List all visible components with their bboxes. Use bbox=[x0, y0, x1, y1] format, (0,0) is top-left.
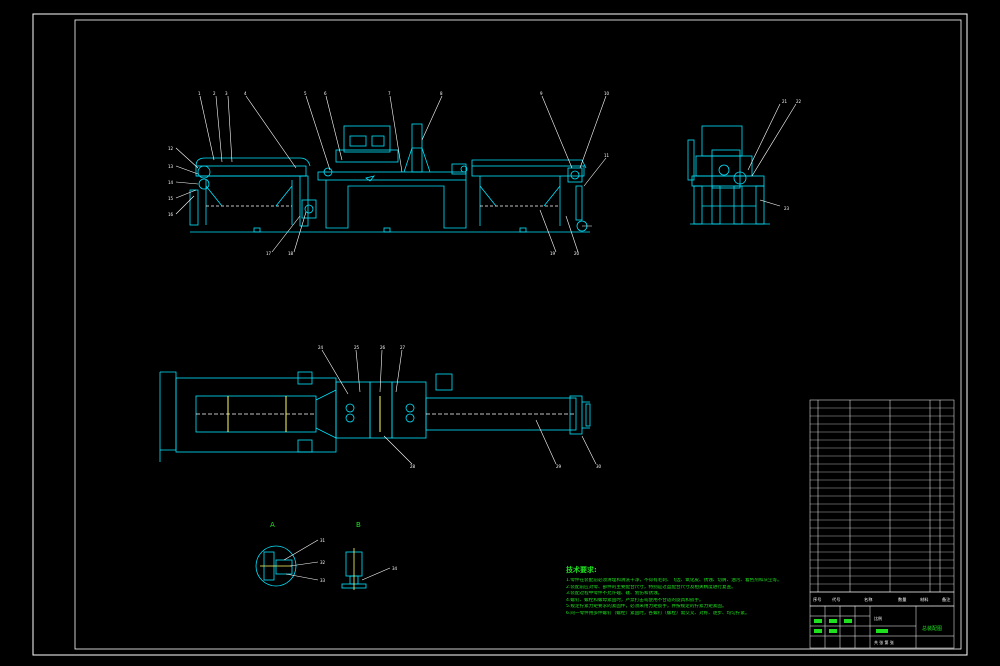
detail-balloons: 31 32 33 34 bbox=[320, 538, 398, 583]
svg-text:20: 20 bbox=[574, 251, 580, 256]
plan-view-yellow-marks bbox=[227, 396, 381, 432]
side-view-balloons: 21 22 23 bbox=[782, 99, 802, 211]
detail-leaders bbox=[283, 539, 391, 581]
svg-text:3: 3 bbox=[225, 91, 228, 96]
tech-requirement-line: 6.同一零件用多件螺钉（螺栓）紧固时，各螺钉（螺栓）需交叉、对称、逐步、均匀拧紧… bbox=[566, 610, 750, 616]
svg-text:17: 17 bbox=[266, 251, 272, 256]
svg-text:30: 30 bbox=[596, 464, 602, 469]
tech-requirement-line: 3.装配过程中零件不允许磕、碰、划伤和锈蚀。 bbox=[566, 591, 663, 597]
svg-text:24: 24 bbox=[318, 345, 324, 350]
svg-text:28: 28 bbox=[410, 464, 416, 469]
svg-text:8: 8 bbox=[440, 91, 443, 96]
header-qty: 数量 bbox=[898, 596, 906, 603]
front-view-leaders bbox=[175, 95, 607, 253]
detail-view-a bbox=[255, 545, 297, 587]
svg-text:12: 12 bbox=[168, 146, 174, 151]
plan-view-balloons: 24 25 26 27 28 29 30 bbox=[318, 345, 602, 469]
header-name: 名称 bbox=[864, 596, 872, 603]
section-mark-b: B bbox=[356, 521, 361, 529]
svg-text:10: 10 bbox=[604, 91, 610, 96]
svg-text:21: 21 bbox=[782, 99, 788, 104]
svg-text:13: 13 bbox=[168, 164, 174, 169]
svg-text:25: 25 bbox=[354, 345, 360, 350]
svg-text:14: 14 bbox=[168, 180, 174, 185]
outer-frame bbox=[32, 13, 968, 656]
side-view bbox=[687, 125, 770, 225]
svg-text:33: 33 bbox=[320, 578, 326, 583]
header-remark: 备注 bbox=[942, 596, 951, 603]
svg-text:29: 29 bbox=[556, 464, 562, 469]
plan-view bbox=[159, 371, 591, 462]
svg-text:11: 11 bbox=[604, 153, 610, 158]
svg-text:26: 26 bbox=[380, 345, 386, 350]
svg-text:34: 34 bbox=[392, 566, 398, 571]
svg-text:2: 2 bbox=[213, 91, 216, 96]
svg-text:15: 15 bbox=[168, 196, 174, 201]
svg-text:7: 7 bbox=[388, 91, 391, 96]
parts-list-header-text: 序号 代号 名称 数量 材料 备注 bbox=[813, 596, 951, 603]
svg-text:23: 23 bbox=[784, 206, 790, 211]
svg-text:5: 5 bbox=[304, 91, 307, 96]
header-material: 材料 bbox=[920, 596, 929, 603]
inner-frame bbox=[74, 19, 962, 650]
plan-view-leaders bbox=[321, 349, 597, 465]
side-view-leaders bbox=[747, 103, 797, 207]
technical-requirements: 技术要求: 1.零件在装配前必须清理和清洗干净，不得有毛刺、飞边、氧化皮、锈蚀、… bbox=[566, 565, 786, 618]
svg-text:22: 22 bbox=[796, 99, 802, 104]
scale-label: 比例 bbox=[874, 615, 882, 621]
svg-text:9: 9 bbox=[540, 91, 543, 96]
header-code: 代号 bbox=[832, 596, 840, 603]
tech-requirement-line: 4.螺钉、螺栓和螺母紧固时，严禁打击或使用不合适的旋具和扳手。 bbox=[566, 597, 704, 603]
sheet-label: 共 张 第 张 bbox=[874, 639, 894, 645]
svg-text:16: 16 bbox=[168, 212, 174, 217]
detail-view-b bbox=[341, 548, 367, 590]
svg-text:6: 6 bbox=[324, 91, 327, 96]
svg-text:19: 19 bbox=[550, 251, 556, 256]
svg-text:18: 18 bbox=[288, 251, 294, 256]
tech-requirement-line: 1.零件在装配前必须清理和清洗干净，不得有毛刺、飞边、氧化皮、锈蚀、切屑、油污、… bbox=[566, 578, 782, 583]
title-block-marks bbox=[814, 619, 888, 633]
tech-requirement-line: 5.规定拧紧力矩要求的紧固件，必须采用力矩扳手，并按规定的拧紧力矩紧固。 bbox=[566, 604, 727, 610]
tech-requirements-title: 技术要求: bbox=[566, 566, 597, 574]
svg-text:1: 1 bbox=[198, 91, 201, 96]
svg-text:31: 31 bbox=[320, 538, 326, 543]
svg-text:32: 32 bbox=[320, 560, 326, 565]
section-mark-a: A bbox=[270, 521, 275, 529]
svg-text:27: 27 bbox=[400, 345, 406, 350]
svg-text:4: 4 bbox=[244, 91, 247, 96]
tech-requirement-line: 2.装配前应对零、部件的主要配合尺寸，特别是过盈配合尺寸及相关精度进行复查。 bbox=[566, 584, 736, 590]
header-no: 序号 bbox=[813, 596, 821, 603]
parts-list-rows bbox=[810, 407, 954, 585]
drawing-name: 总装配图 bbox=[922, 625, 942, 632]
title-block bbox=[809, 605, 955, 649]
front-view bbox=[189, 123, 590, 233]
